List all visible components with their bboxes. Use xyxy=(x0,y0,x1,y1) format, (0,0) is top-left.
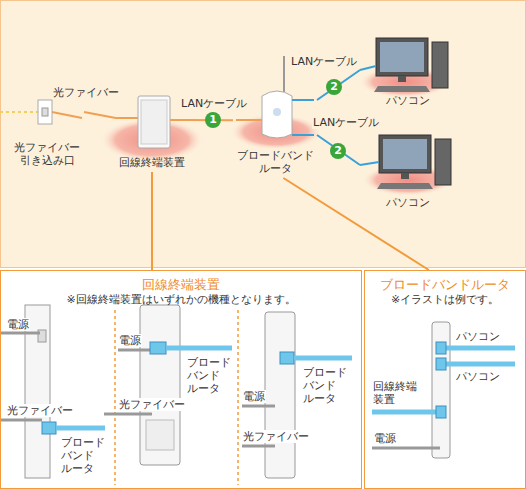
pc-device: パソコン xyxy=(360,30,455,110)
device-label: ブロードバンド ルータ xyxy=(235,149,315,177)
cable-line xyxy=(317,135,360,165)
router-cable-label: ブロードバンド ルータ xyxy=(60,436,108,476)
router-device: ブロードバンド ルータ xyxy=(233,55,317,178)
device-label: 光ファイバー 引き込み口 xyxy=(12,141,82,169)
cable-line xyxy=(151,172,153,270)
power-label: 電源 xyxy=(242,390,266,403)
fiber-label: 光ファイバー xyxy=(118,398,186,411)
power-label: 電源 xyxy=(373,432,397,445)
power-label: 電源 xyxy=(118,334,142,347)
cable-line xyxy=(317,70,360,100)
power-label: 電源 xyxy=(6,318,30,331)
device-label: 回線終端装置 xyxy=(119,156,185,170)
router-cable-label: ブロードバンド ルータ xyxy=(302,366,350,406)
callout-number: 1 xyxy=(205,112,221,128)
fiber-label: 光ファイバー xyxy=(6,404,74,417)
device-label: パソコン xyxy=(386,196,430,210)
panel-note: ※回線終端装置はいずれかの機種となります。 xyxy=(66,293,295,307)
callout-number: 2 xyxy=(330,143,346,159)
panel-heading: ブロードバンドルータ xyxy=(380,277,510,293)
cable-label: 光ファイバー xyxy=(52,86,120,99)
onu-device: 回線終端装置 xyxy=(117,88,187,172)
pc-device: パソコン xyxy=(360,125,455,212)
pc-cable-label: パソコン xyxy=(455,370,501,383)
callout-number: 2 xyxy=(326,79,342,95)
pc-cable-label: パソコン xyxy=(455,330,501,343)
cable-label: LANケーブル xyxy=(290,55,358,68)
cable-line xyxy=(283,178,428,270)
device-label: パソコン xyxy=(386,94,430,108)
panel-heading: 回線終端装置 xyxy=(142,277,220,293)
cable-label: LANケーブル xyxy=(180,97,248,110)
fiber-label: 光ファイバー xyxy=(242,430,310,443)
router-cable-label: ブロードバンド ルータ xyxy=(186,356,234,396)
onu-cable-label: 回線終端 装置 xyxy=(372,380,420,406)
cable-line xyxy=(84,112,117,118)
cable-label: LANケーブル xyxy=(312,116,380,129)
panel-note: ※イラストは例です。 xyxy=(391,293,499,307)
fiber-outlet: 光ファイバー 引き込み口 xyxy=(10,100,84,170)
